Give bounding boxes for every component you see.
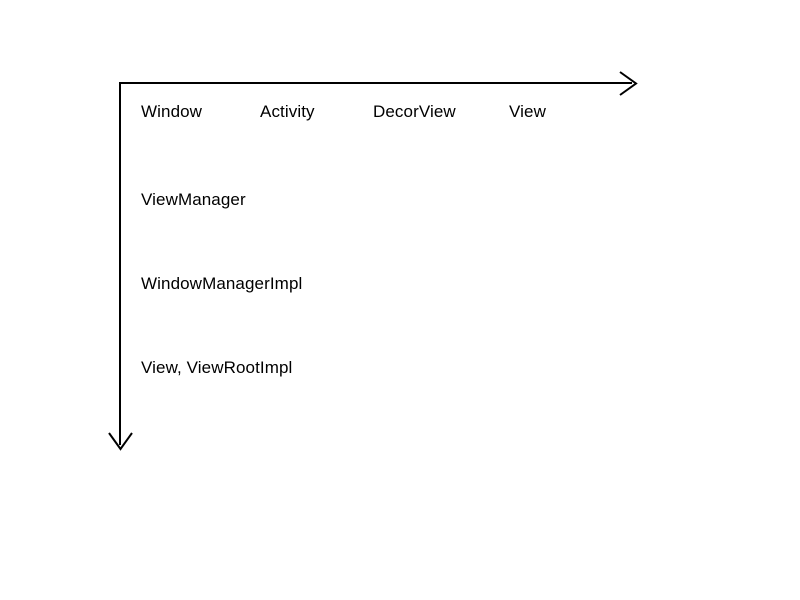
row-label-windowmanagerimpl: WindowManagerImpl xyxy=(141,274,303,293)
horizontal-axis-arrowhead xyxy=(619,71,638,96)
row-label-view-viewrootimpl: View, ViewRootImpl xyxy=(141,358,293,377)
column-label-view: View xyxy=(509,102,546,121)
vertical-axis-arrowhead xyxy=(108,432,133,451)
column-label-window: Window xyxy=(141,102,203,121)
column-label-decorview: DecorView xyxy=(373,102,456,121)
row-label-viewmanager: ViewManager xyxy=(141,190,246,209)
column-label-activity: Activity xyxy=(260,102,315,121)
